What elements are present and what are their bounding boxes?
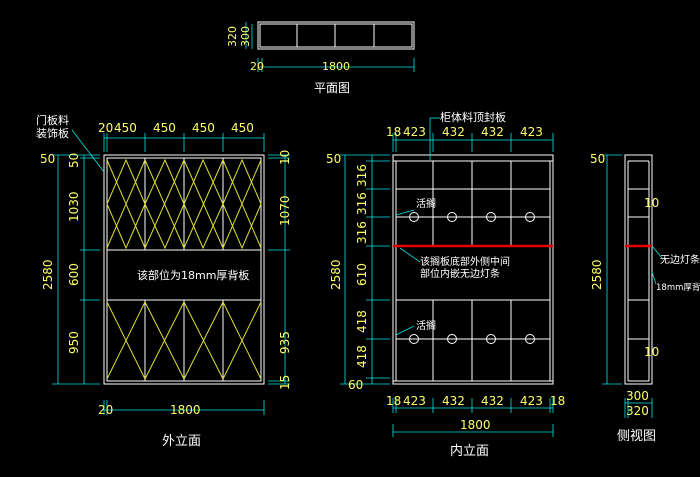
front-diamonds <box>106 158 262 380</box>
front-right-dim: 935 <box>278 331 292 354</box>
side-title: 侧视图 <box>617 429 656 444</box>
side-led-label: 无边灯条 <box>660 253 700 266</box>
front-top-dim: 450 <box>114 121 137 135</box>
side-dim-bottom: 10 <box>644 345 659 359</box>
inner-left-dim: 316 <box>355 192 369 215</box>
shelf-pin-hole <box>525 212 535 222</box>
front-left-top: 50 <box>40 152 55 166</box>
front-left-dim: 1030 <box>67 191 81 222</box>
plan-dim-side: 20 <box>250 60 264 73</box>
side-dim-top: 10 <box>644 196 659 210</box>
front-callout-line2: 装饰板 <box>36 126 69 140</box>
plan-dim-depth-inner: 300 <box>239 26 252 47</box>
front-left-dim: 600 <box>67 263 81 286</box>
inner-view <box>392 154 554 385</box>
plan-dimensions <box>245 22 415 72</box>
plan-inner-outline <box>259 23 413 48</box>
inner-top-dim: 432 <box>481 125 504 139</box>
front-top-dim: 450 <box>153 121 176 135</box>
inner-left-dim: 418 <box>355 310 369 333</box>
front-left-total: 2580 <box>41 259 55 290</box>
inner-left-bottom: 60 <box>348 378 363 392</box>
front-right-dim: 1070 <box>278 195 292 226</box>
inner-bottom-dim: 432 <box>442 394 465 408</box>
plan-outline <box>257 21 415 50</box>
inner-top-dim: 423 <box>403 125 426 139</box>
inner-shelf-label-lower: 活搁 <box>416 319 436 332</box>
side-bottom-outer: 320 <box>626 404 649 418</box>
inner-led-note-line2: 部位内嵌无边灯条 <box>420 267 500 280</box>
front-center-note: 该部位为18mm厚背板 <box>137 268 249 282</box>
inner-shelf-label-upper: 活搁 <box>416 197 436 210</box>
inner-bottom-dim: 18 <box>386 394 401 408</box>
inner-left-dim: 316 <box>355 164 369 187</box>
inner-left-top: 50 <box>326 152 341 166</box>
front-bottom-side: 20 <box>98 403 113 417</box>
plan-dim-depth-outer: 320 <box>226 26 239 47</box>
front-inner-left-dim: 50 <box>67 153 81 168</box>
inner-left-dim: 418 <box>355 345 369 368</box>
inner-bottom-dim: 18 <box>550 394 565 408</box>
front-bottom-width: 1800 <box>170 403 201 417</box>
front-left-dim: 950 <box>67 331 81 354</box>
inner-bottom-dim: 432 <box>481 394 504 408</box>
inner-bottom-dim: 423 <box>520 394 543 408</box>
inner-bottom-width: 1800 <box>460 418 491 432</box>
side-outline <box>624 154 653 385</box>
inner-top-dim: 423 <box>520 125 543 139</box>
shelf-pin-hole <box>409 212 419 222</box>
inner-left-dim: 610 <box>355 263 369 286</box>
front-title: 外立面 <box>162 434 201 449</box>
front-top-dim-labels: 20 450 450 450 450 <box>98 121 254 135</box>
plan-view <box>257 21 415 50</box>
front-callout-line1: 门板料 <box>36 113 69 127</box>
front-right-dim: 15 <box>278 375 292 390</box>
inner-outline <box>392 154 554 385</box>
shelf-pin-hole <box>409 334 419 344</box>
inner-led-note-line1: 该搁板底部外侧中间 <box>420 255 510 268</box>
inner-top-dim: 18 <box>386 125 401 139</box>
front-top-dim: 20 <box>98 121 113 135</box>
inner-title: 内立面 <box>450 443 489 459</box>
inner-left-total: 2580 <box>329 259 343 290</box>
front-top-dim: 450 <box>231 121 254 135</box>
inner-bottom-dim-labels: 18 423 432 432 423 18 <box>386 394 565 408</box>
side-bottom-inner: 300 <box>626 389 649 403</box>
inner-dimensions <box>340 117 554 437</box>
front-dimensions <box>52 129 290 415</box>
inner-bottom-dim: 423 <box>403 394 426 408</box>
side-view <box>624 154 653 385</box>
shelf-pin-hole <box>525 334 535 344</box>
plan-dim-width: 1800 <box>322 60 350 73</box>
front-outline <box>103 154 265 385</box>
inner-top-dim: 432 <box>442 125 465 139</box>
shelf-pin-hole <box>447 212 457 222</box>
inner-left-dim: 316 <box>355 221 369 244</box>
inner-top-callout: 柜体料顶封板 <box>440 110 506 124</box>
shelf-pin-hole <box>447 334 457 344</box>
shelf-pin-hole <box>486 334 496 344</box>
inner-top-dim-labels: 18 423 432 432 423 <box>386 125 543 139</box>
side-left-total: 2580 <box>590 259 604 290</box>
front-view <box>103 154 265 385</box>
front-top-dim: 450 <box>192 121 215 135</box>
side-dimensions <box>602 154 663 418</box>
side-left-top: 50 <box>590 152 605 166</box>
plan-title: 平面图 <box>314 81 350 95</box>
shelf-pin-hole <box>486 212 496 222</box>
front-right-dim: 10 <box>278 150 292 165</box>
side-back-label: 18mm厚背板 <box>656 282 700 293</box>
